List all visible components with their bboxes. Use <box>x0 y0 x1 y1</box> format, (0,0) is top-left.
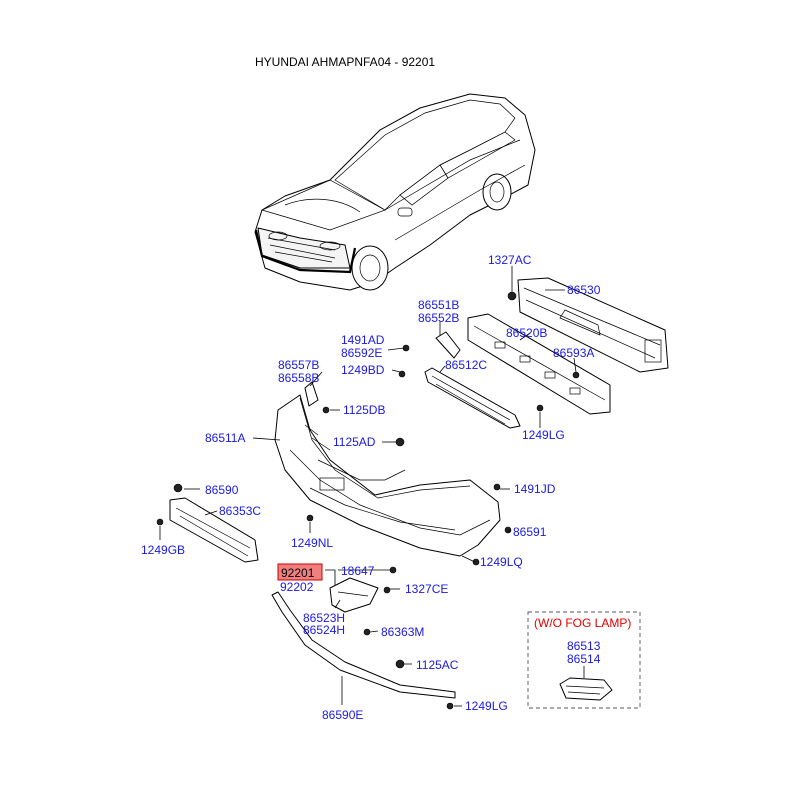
lower-lip-86590E <box>271 591 456 699</box>
callout-86530: 86530 <box>567 283 601 297</box>
bumper-beam-86530 <box>517 277 669 373</box>
callout-86511A: 86511A <box>205 431 245 445</box>
fog-lamp-bracket-92201 <box>329 577 379 613</box>
bumper-cover-86511A <box>274 394 501 557</box>
callout-1125AD: 1125AD <box>333 435 376 449</box>
fasteners <box>156 291 580 710</box>
bracket-86551B <box>435 331 461 359</box>
callout-86523H: 86523H <box>303 611 345 625</box>
callout-86592E: 86592E <box>341 346 382 360</box>
callout-86353C: 86353C <box>219 504 261 518</box>
callout-1125AC: 1125AC <box>416 658 459 672</box>
callout-1327AC: 1327AC <box>488 253 532 267</box>
absorber-86520B <box>467 313 611 415</box>
diagram-title: HYUNDAI AHMAPNFA04 - 92201 <box>255 55 435 69</box>
callout-1249LQ: 1249LQ <box>480 555 523 569</box>
callout-86524H: 86524H <box>303 623 345 637</box>
callout-1125DB: 1125DB <box>343 403 385 417</box>
bracket-86557B <box>304 381 319 407</box>
callout-86520B: 86520B <box>506 326 547 340</box>
car-illustration <box>254 93 536 291</box>
callout-86590: 86590 <box>205 483 239 497</box>
callout-86551B: 86551B <box>418 298 459 312</box>
callout-86557B: 86557B <box>278 358 319 372</box>
highlight-92201-box <box>277 563 323 581</box>
callout-18647: 18647 <box>341 564 375 578</box>
note-part-86513: 86513 <box>567 639 601 653</box>
upper-grille-86512C <box>424 367 521 429</box>
callout-1249BD: 1249BD <box>341 363 385 377</box>
license-bracket-86353C <box>169 497 259 563</box>
leader-lines <box>159 266 577 707</box>
callout-1249LG-bottom: 1249LG <box>465 699 508 713</box>
callout-86363M: 86363M <box>381 625 424 639</box>
callout-1249LG-top: 1249LG <box>522 428 565 442</box>
callout-1491JD: 1491JD <box>514 482 556 496</box>
callout-labels: 1327AC 86530 86551B 86552B 86520B 1491AD… <box>141 253 601 722</box>
note-box-without-fog-lamp: (W/O FOG LAMP) 86513 86514 <box>527 611 641 709</box>
callout-86591: 86591 <box>513 525 547 539</box>
note-title: (W/O FOG LAMP) <box>534 616 631 630</box>
callout-1249NL: 1249NL <box>291 536 333 550</box>
callout-1249GB: 1249GB <box>141 543 185 557</box>
note-part-86514: 86514 <box>567 652 601 666</box>
callout-1327CE: 1327CE <box>405 582 448 596</box>
callout-86558B: 86558B <box>278 371 319 385</box>
callout-86593A: 86593A <box>553 346 594 360</box>
callout-86512C: 86512C <box>445 358 487 372</box>
callout-92202: 92202 <box>280 580 314 594</box>
callout-86552B: 86552B <box>418 311 459 325</box>
callout-86590E: 86590E <box>322 708 363 722</box>
callout-1491AD: 1491AD <box>341 333 385 347</box>
callout-92201: 92201 <box>281 566 315 580</box>
